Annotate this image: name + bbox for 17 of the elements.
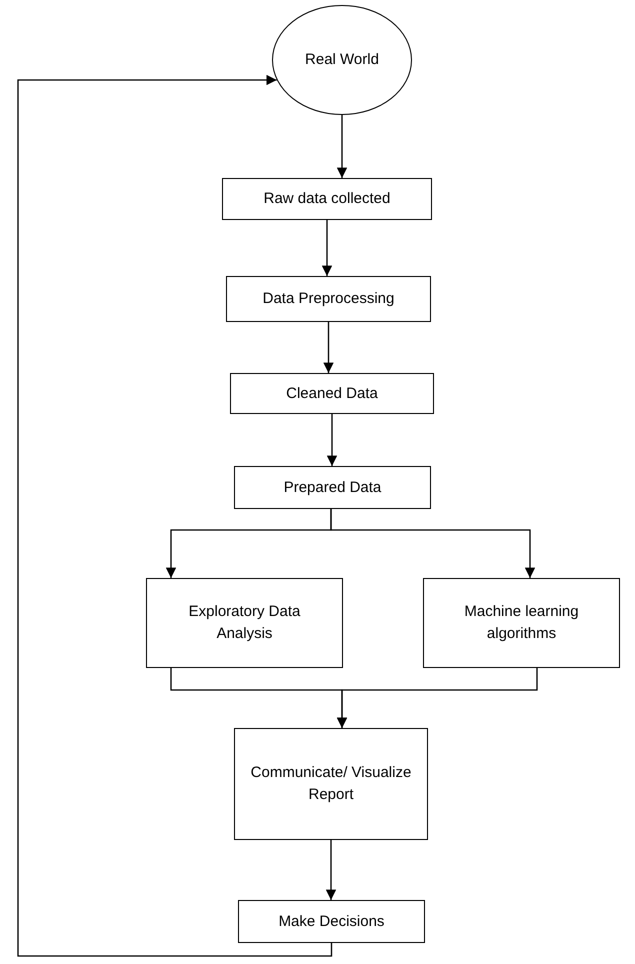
process-box: Cleaned Data — [230, 373, 434, 414]
start-ellipse: Real World — [272, 5, 412, 115]
arrow — [336, 115, 348, 178]
process-box: Communicate/ Visualize Report — [234, 728, 428, 840]
arrow — [17, 74, 332, 957]
arrow — [323, 322, 334, 373]
process-box: Make Decisions — [238, 900, 425, 943]
arrow — [326, 414, 338, 466]
process-box: Machine learning algorithms — [423, 578, 620, 668]
process-box: Exploratory Data Analysis — [146, 578, 343, 668]
process-box: Prepared Data — [234, 466, 431, 509]
arrow — [336, 668, 538, 728]
arrow — [322, 220, 332, 276]
process-box: Raw data collected — [222, 178, 432, 220]
arrow — [330, 509, 536, 578]
arrow — [326, 840, 336, 900]
process-box: Data Preprocessing — [226, 276, 431, 322]
